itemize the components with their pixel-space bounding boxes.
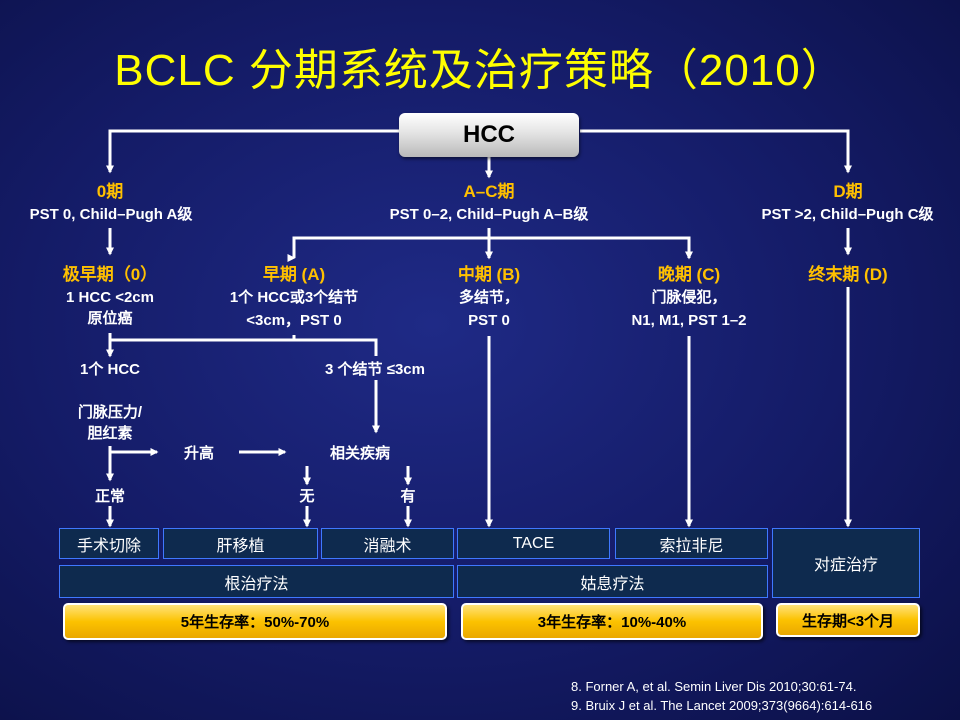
advanced-stage-title: 晚期 (C): [657, 265, 721, 284]
treatment-symptomatic: 对症治疗: [772, 528, 920, 598]
stage-d-desc: PST >2, Child–Pugh C级: [761, 206, 934, 223]
very-early-stage-line2: 原位癌: [87, 310, 133, 327]
three-nodules-label: 3 个结节 ≤3cm: [325, 361, 425, 378]
stage-0-title: 0期: [96, 182, 124, 201]
portal-pressure-label-line1: 门脉压力/: [77, 404, 143, 421]
raised-label: 升高: [183, 445, 214, 462]
advanced-stage-line2: N1, M1, PST 1–2: [631, 312, 747, 329]
category-palliative: 姑息疗法: [457, 565, 768, 598]
advanced-stage-line1: 门脉侵犯，: [651, 289, 727, 306]
intermediate-stage-line2: PST 0: [468, 312, 510, 329]
stage-d-title: D期: [833, 182, 863, 201]
stage-ac-title: A–C期: [463, 182, 515, 201]
reference-1: 8. Forner A, et al. Semin Liver Dis 2010…: [571, 679, 857, 694]
comorbidity-label: 相关疾病: [329, 445, 390, 462]
intermediate-stage-title: 中期 (B): [457, 265, 521, 284]
category-curative: 根治疗法: [59, 565, 454, 598]
early-stage-title: 早期 (A): [262, 265, 326, 284]
early-stage-line1: 1个 HCC或3个结节: [229, 289, 359, 306]
very-early-stage-title: 极早期（0）: [62, 265, 158, 284]
survival-palliative: 3年生存率：10%-40%: [461, 603, 763, 640]
very-early-stage-line1: 1 HCC <2cm: [66, 289, 154, 306]
treatment-resection: 手术切除: [59, 528, 159, 559]
treatment-sorafenib: 索拉非尼: [615, 528, 768, 559]
no-label: 无: [299, 488, 315, 505]
survival-curative: 5年生存率：50%-70%: [63, 603, 447, 640]
yes-label: 有: [400, 488, 416, 505]
survival-terminal: 生存期<3个月: [776, 603, 920, 637]
early-stage-line2: <3cm，PST 0: [246, 312, 342, 329]
terminal-stage-title: 终末期 (D): [808, 265, 888, 284]
intermediate-stage-line1: 多结节，: [458, 289, 519, 306]
hcc-root-node: HCC: [399, 113, 579, 157]
treatment-tace: TACE: [457, 528, 610, 559]
treatment-transplant: 肝移植: [163, 528, 318, 559]
treatment-ablation: 消融术: [321, 528, 454, 559]
page-title: BCLC 分期系统及治疗策略（2010）: [114, 46, 846, 95]
reference-2: 9. Bruix J et al. The Lancet 2009;373(96…: [571, 698, 873, 713]
normal-label: 正常: [94, 488, 125, 505]
portal-pressure-label-line2: 胆红素: [87, 425, 133, 442]
stage-ac-desc: PST 0–2, Child–Pugh A–B级: [389, 206, 589, 223]
stage-0-desc: PST 0, Child–Pugh A级: [29, 206, 193, 223]
single-hcc-label: 1个 HCC: [79, 361, 140, 378]
